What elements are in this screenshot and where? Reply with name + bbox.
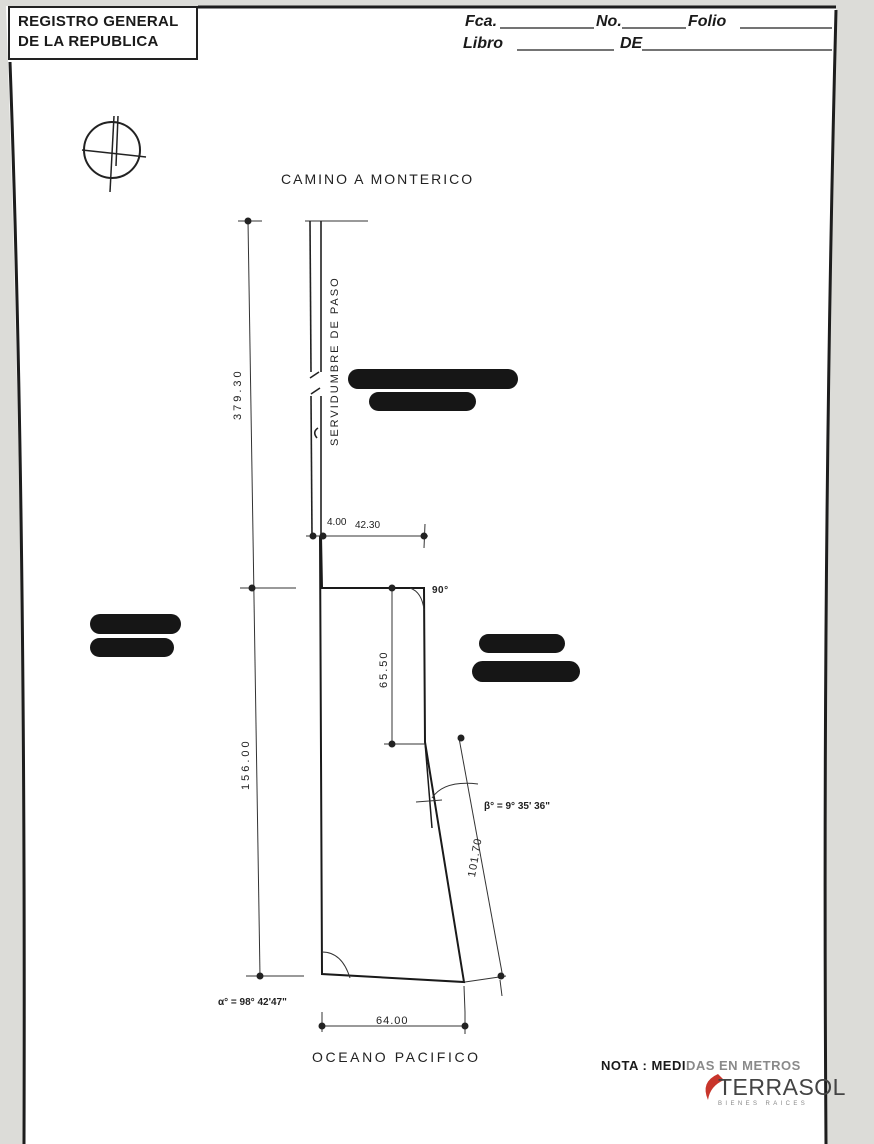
- logo-tagline: BIENES RAICES: [718, 1101, 809, 1107]
- dim-lower-left: 156.00: [240, 738, 252, 790]
- dim-offset: 42.30: [355, 520, 381, 531]
- dim-total-left: 379.30: [232, 368, 244, 420]
- dim-alpha: α° = 98° 42'47": [218, 997, 287, 1008]
- parcel-inner-edge: [424, 741, 433, 829]
- dim-vertical-right: 65.50: [378, 650, 390, 688]
- logo-name: TERRASOL: [718, 1074, 846, 1100]
- note-text-dark: MEDI: [651, 1058, 686, 1073]
- registry-box: REGISTRO GENERAL DE LA REPUBLICA: [8, 6, 198, 60]
- road-label: CAMINO A MONTERICO: [281, 171, 475, 187]
- dim-easement-width: 4.00: [327, 517, 347, 528]
- measurement-note: NOTA : MEDIDAS EN METROS: [601, 1058, 801, 1073]
- folio-label: Folio: [688, 13, 727, 30]
- ocean-label: OCEANO PACIFICO: [312, 1049, 481, 1065]
- terrasol-logo: TERRASOL BIENES RAICES: [702, 1072, 845, 1114]
- frame-left: [8, 61, 26, 1144]
- dim-bottom: 64.00: [376, 1015, 409, 1027]
- redaction-bars: [90, 369, 580, 682]
- frame-right: [823, 9, 838, 1144]
- easement-label: SERVIDUMBRE DE PASO: [329, 276, 341, 446]
- logo-swoosh-icon: [705, 1074, 724, 1100]
- registry-line-1: REGISTRO GENERAL: [18, 13, 179, 30]
- note-text-faded: DAS EN METROS: [685, 1058, 801, 1073]
- note-label: NOTA :: [601, 1058, 648, 1073]
- easement-strip: [309, 220, 322, 537]
- registry-line-2: DE LA REPUBLICA: [18, 33, 159, 50]
- dimension-lines: [238, 220, 507, 1034]
- de-label: DE: [620, 35, 643, 52]
- dimension-markers: [244, 217, 505, 1030]
- fca-label: Fca.: [465, 13, 498, 30]
- libro-label: Libro: [463, 35, 503, 52]
- paper-area: [6, 6, 836, 1144]
- dim-angle-right: 90°: [432, 585, 449, 596]
- dim-beta: β° = 9° 35' 36": [484, 801, 550, 812]
- north-arrow-icon: [81, 115, 147, 193]
- no-label: No.: [596, 13, 622, 30]
